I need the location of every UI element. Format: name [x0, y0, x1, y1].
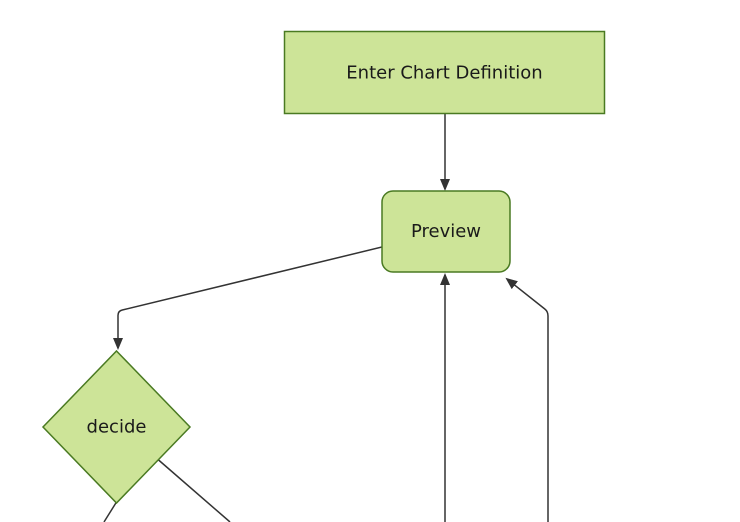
node-decide-label: decide: [87, 417, 147, 438]
node-decide-shape: [41, 349, 192, 505]
node-preview: Preview: [381, 190, 511, 273]
node-decide: decide: [41, 349, 192, 505]
edge-group: [103, 114, 549, 522]
node-enter-chart-definition-shape: [283, 30, 606, 115]
node-preview-label: Preview: [411, 221, 481, 242]
edge-preview-to-decide: [113, 246, 383, 350]
node-preview-shape: [381, 190, 511, 273]
edge-decide-to-offscreen-right: [157, 458, 231, 522]
node-enter-chart-definition: Enter Chart Definition: [283, 30, 606, 115]
node-enter-chart-definition-label: Enter Chart Definition: [346, 63, 542, 84]
edge-offscreen-to-preview-corner: [505, 277, 549, 522]
edge-decide-to-offscreen-left: [103, 501, 118, 522]
